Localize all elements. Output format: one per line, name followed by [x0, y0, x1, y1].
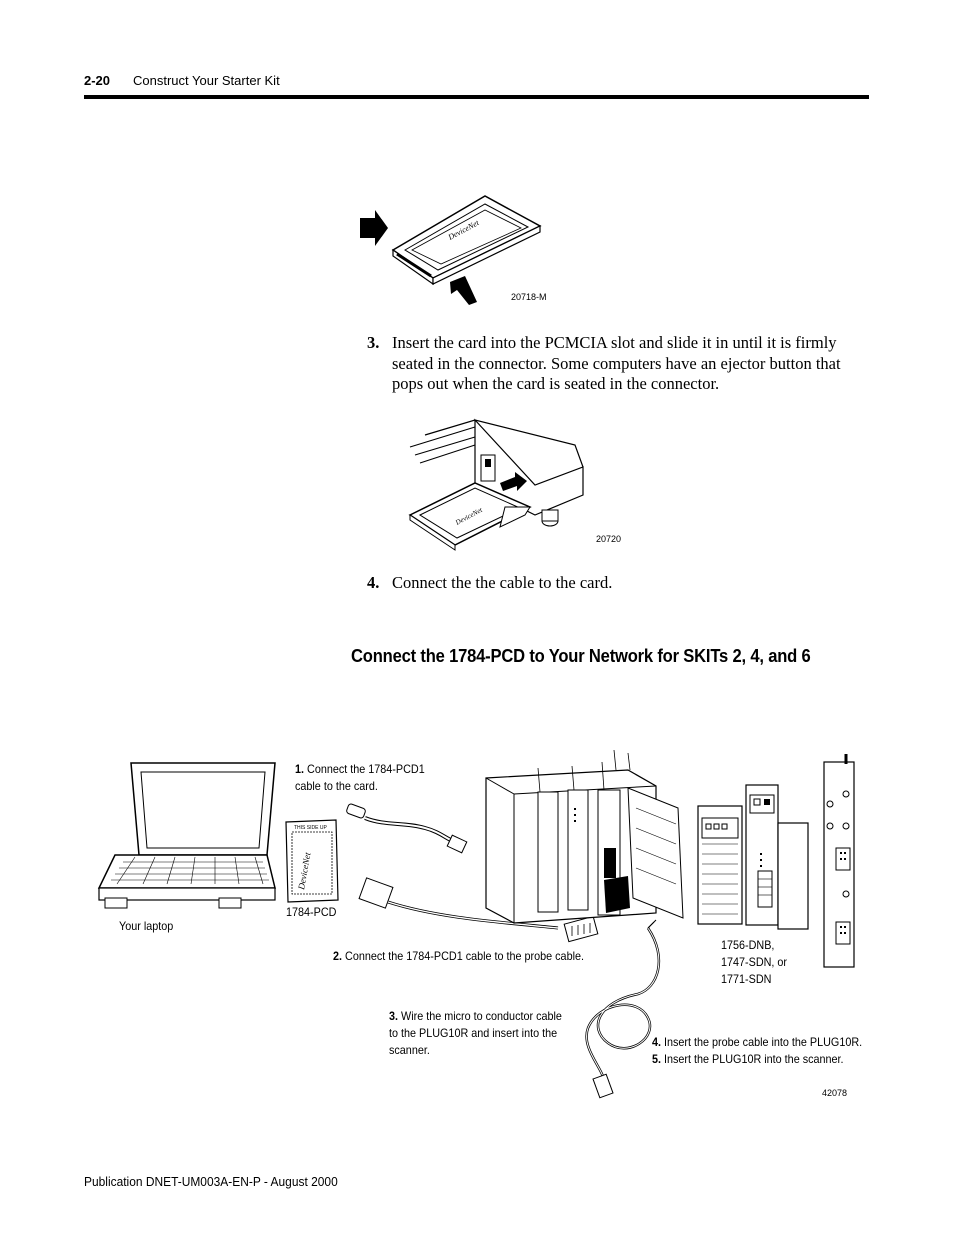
figure-id-slot: 20720	[596, 534, 622, 544]
step-number: 3.	[367, 333, 380, 352]
callout-number: 1.	[295, 762, 305, 776]
callout-text: Insert the PLUG10R into the scanner.	[664, 1052, 844, 1066]
section-heading: Connect the 1784-PCD to Your Network for…	[351, 646, 811, 666]
pcd-card-illustration: THIS SIDE UP DeviceNet	[285, 819, 339, 903]
figure-id-network: 42078	[822, 1088, 848, 1098]
callout-1: 1. Connect the 1784-PCD1 cable to the ca…	[295, 762, 425, 794]
pcd1-cable-illustration	[346, 803, 468, 854]
step-text: Insert the card into the PCMCIA slot and…	[392, 333, 841, 393]
callout-number: 5.	[652, 1052, 662, 1066]
dnb-module-illustration	[697, 805, 743, 925]
step-number: 4.	[367, 573, 380, 592]
sdn-module-illustration	[745, 784, 809, 930]
page-number: 2-20	[84, 73, 111, 88]
chapter-title: Construct Your Starter Kit	[133, 73, 280, 88]
header-rule	[84, 95, 869, 99]
step-text: Connect the the cable to the card.	[392, 573, 613, 592]
publication-footer: Publication DNET-UM003A-EN-P - August 20…	[84, 1174, 338, 1189]
step-3: 3. Insert the card into the PCMCIA slot …	[367, 333, 867, 395]
step-4: 4. Connect the the cable to the card.	[367, 573, 867, 595]
figure-id-card: 20718-M	[511, 292, 547, 302]
scanner-label: 1747-SDN, or	[721, 955, 788, 969]
scanner-labels: 1756-DNB, 1747-SDN, or 1771-SDN	[721, 937, 787, 988]
callout-number: 2.	[333, 949, 343, 963]
scanner-label: 1756-DNB,	[721, 938, 775, 952]
callout-2: 2. Connect the 1784-PCD1 cable to the pr…	[333, 949, 584, 964]
sdn-1771-module-illustration	[823, 754, 855, 968]
callout-3: 3. Wire the micro to conductor cable to …	[389, 1008, 562, 1059]
laptop-label: Your laptop	[119, 919, 174, 933]
callout-number: 3.	[389, 1009, 399, 1023]
probe-cable-illustration	[358, 877, 661, 1099]
callout-number: 4.	[652, 1035, 662, 1049]
callout-text: Wire the micro to conductor cable	[401, 1009, 562, 1023]
laptop-illustration	[97, 762, 276, 909]
chassis-illustration	[485, 749, 684, 924]
callout-text: scanner.	[389, 1043, 430, 1057]
card-slot-illustration: DeviceNet	[408, 418, 584, 551]
callout-text: cable to the card.	[295, 779, 378, 793]
scanner-label: 1771-SDN	[721, 972, 772, 986]
callout-text: Connect the 1784-PCD1 cable to the probe…	[345, 949, 584, 963]
callouts-4-5: 4. Insert the probe cable into the PLUG1…	[652, 1034, 862, 1068]
card-sticker-text: THIS SIDE UP	[294, 825, 327, 831]
callout-text: Connect the 1784-PCD1	[307, 762, 425, 776]
card-label: 1784-PCD	[286, 905, 337, 919]
callout-text: Insert the probe cable into the PLUG10R.	[664, 1035, 863, 1049]
callout-text: to the PLUG10R and insert into the	[389, 1026, 558, 1040]
pcmcia-card-illustration: DeviceNet	[360, 195, 542, 305]
